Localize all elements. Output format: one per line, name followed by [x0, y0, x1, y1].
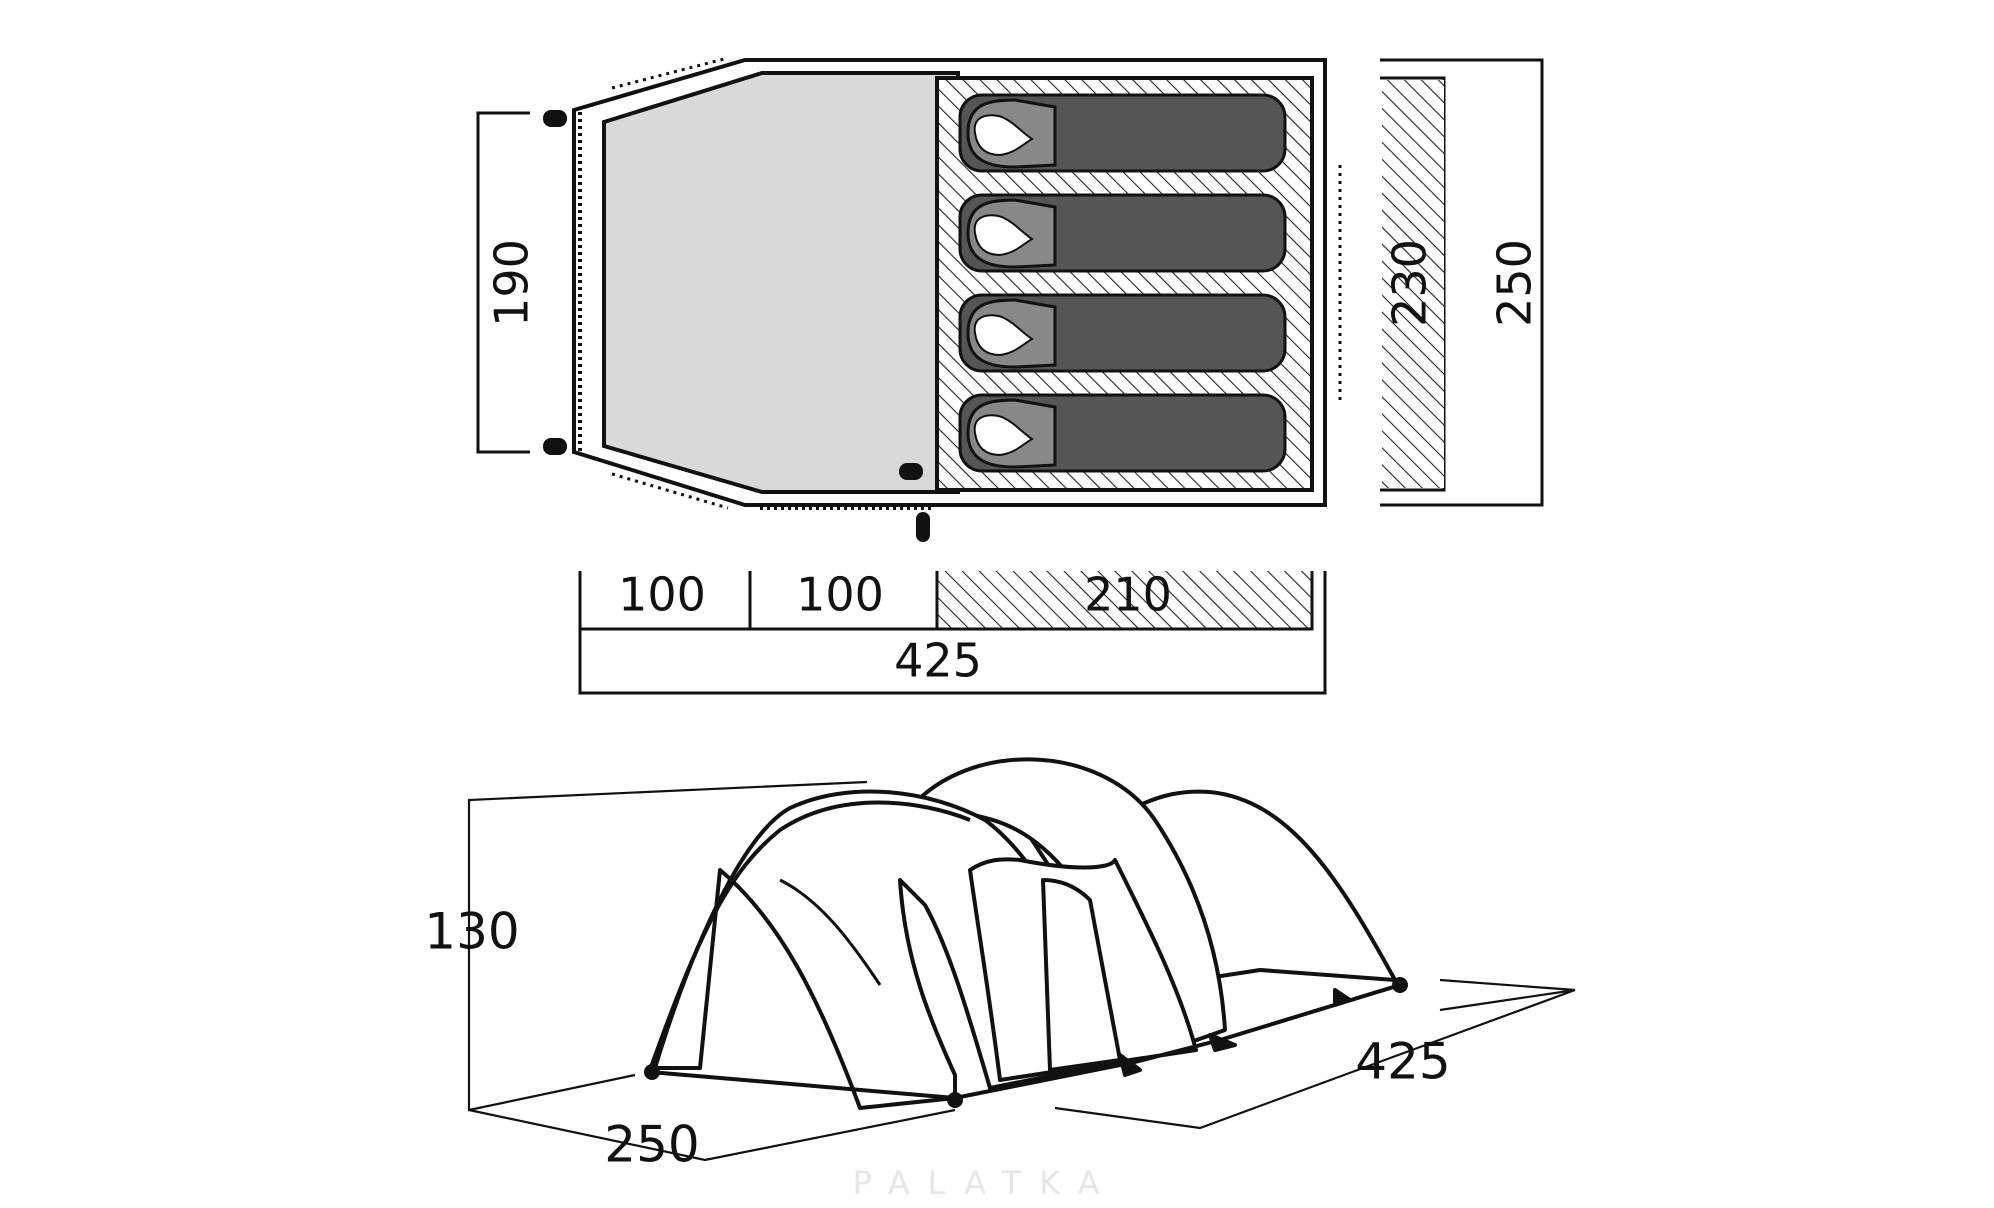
dimension-425-line — [1054, 978, 1576, 1130]
dimension-total-length: 425 — [894, 634, 982, 688]
dimension-250-bracket — [1380, 58, 1544, 507]
dimension-inner-tent-length: 210 — [1084, 568, 1172, 622]
vestibule-area — [602, 71, 960, 494]
sleeping-bag-icon — [958, 93, 1287, 173]
inner-tent-width-swatch — [1382, 80, 1444, 488]
dimension-width: 250 — [604, 1116, 699, 1174]
side-view: 130 425 250 — [424, 757, 1576, 1202]
dimension-130-bracket — [467, 780, 868, 1112]
dimension-length-bracket — [578, 571, 1327, 695]
dimension-190-bracket — [476, 111, 530, 454]
dimension-inner-tent-width: 230 — [1383, 239, 1437, 327]
dimension-250-line — [468, 1108, 956, 1162]
sleeping-bags — [958, 93, 1287, 473]
sleeping-bag-icon — [958, 293, 1287, 373]
inner-tent-length-swatch — [937, 571, 1312, 629]
peg-icon — [916, 512, 930, 542]
dimension-length: 425 — [1355, 1033, 1450, 1091]
peg-icon — [543, 110, 567, 127]
dimension-vestibule-height: 190 — [485, 239, 539, 327]
ground-line — [649, 983, 1401, 1100]
sleeping-bag-icon — [958, 393, 1287, 473]
dimension-vestibule-width-2: 100 — [796, 568, 884, 622]
dimension-vestibule-width-1: 100 — [618, 568, 706, 622]
peg-icon — [543, 438, 567, 455]
tent-illustration — [644, 757, 1408, 1110]
floor-plan: 190 230 250 100 100 210 425 — [476, 56, 1544, 695]
dimension-height: 130 — [424, 903, 519, 961]
sleeping-bag-icon — [958, 193, 1287, 273]
peg-icon — [899, 463, 923, 480]
watermark-logo: PALATKA — [853, 1164, 1118, 1202]
dimension-total-width: 250 — [1488, 239, 1542, 327]
